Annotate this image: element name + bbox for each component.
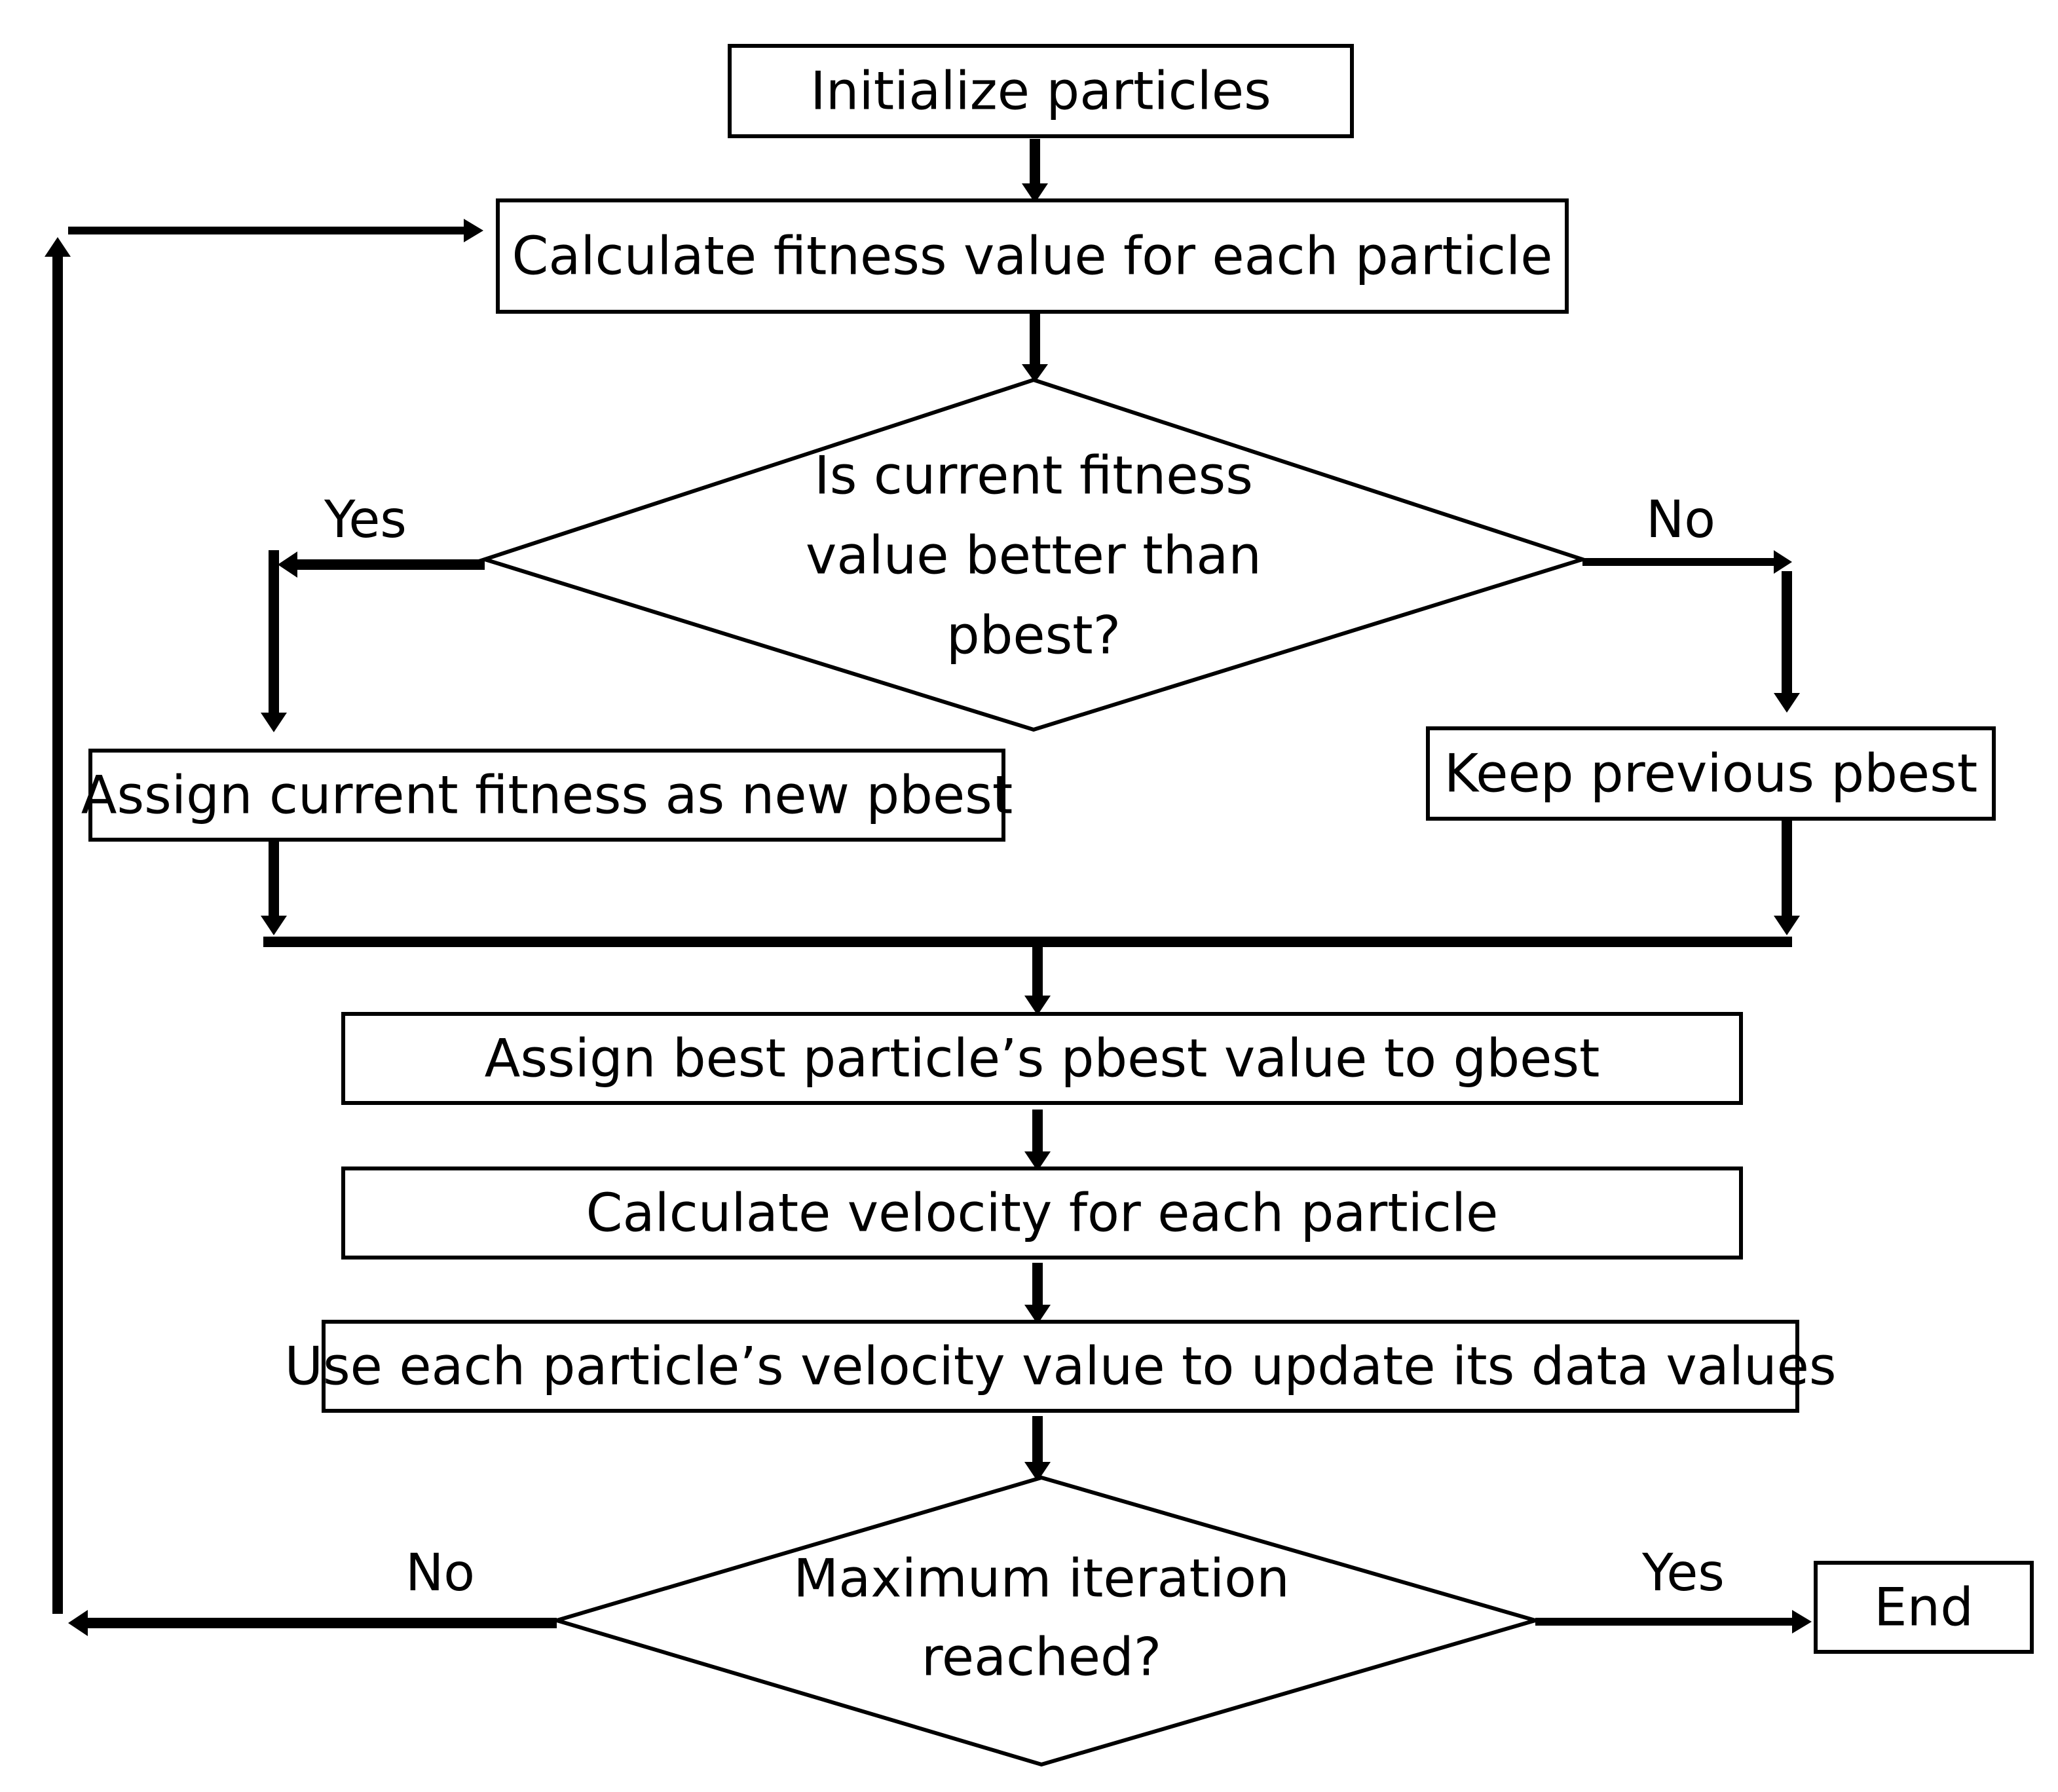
- arrowhead-no-down: [1774, 693, 1800, 713]
- keep-pbest-box: [1426, 726, 1996, 821]
- calc-velocity-box: [341, 1167, 1743, 1260]
- arrowhead-yes-down: [261, 713, 287, 732]
- arrowhead-init-to-fitness: [1022, 183, 1048, 203]
- end-box: [1814, 1561, 2034, 1654]
- decision-iteration-diamond: [550, 1475, 1543, 1767]
- calc-fitness-box: [496, 198, 1569, 314]
- connectors: [45, 139, 1812, 1636]
- node-assign-pbest: Assign current fitness as new pbest: [81, 749, 1013, 842]
- arrowhead-fitness-to-decision: [1022, 364, 1048, 383]
- assign-gbest-label: Assign best particle’s pbest value to gb…: [485, 1028, 1600, 1089]
- decision-pbest-line-3: pbest?: [946, 605, 1121, 666]
- node-calc-fitness: Calculate fitness value for each particl…: [496, 198, 1569, 314]
- assign-pbest-label: Assign current fitness as new pbest: [81, 765, 1013, 826]
- decision-pbest-line-2: value better than: [806, 525, 1262, 586]
- assign-gbest-box: [341, 1012, 1743, 1105]
- arrowhead-iteration-no: [68, 1610, 88, 1636]
- arrowhead-keep-to-merge: [1774, 916, 1800, 935]
- keep-pbest-label: Keep previous pbest: [1444, 743, 1977, 804]
- arrowhead-no-right: [1774, 550, 1792, 574]
- end-label: End: [1874, 1577, 1974, 1638]
- node-update-values: Use each particle’s velocity value to up…: [284, 1320, 1837, 1413]
- decision-iteration-line-2: reached?: [922, 1627, 1162, 1688]
- init-box: [728, 44, 1354, 138]
- assign-pbest-box: [88, 749, 1005, 842]
- update-values-label: Use each particle’s velocity value to up…: [284, 1336, 1836, 1397]
- decision-pbest-line-1: Is current fitness: [814, 445, 1253, 506]
- arrowhead-loop-up: [45, 237, 71, 257]
- arrowhead-velocity-to-update: [1024, 1305, 1051, 1324]
- update-values-box: [322, 1320, 1799, 1413]
- arrowhead-iteration-yes: [1792, 1610, 1812, 1633]
- calc-velocity-label: Calculate velocity for each particle: [586, 1183, 1499, 1244]
- arrowhead-update-to-iteration: [1024, 1462, 1051, 1482]
- decision-iteration-line-1: Maximum iteration: [793, 1548, 1290, 1609]
- node-calc-velocity: Calculate velocity for each particle: [341, 1167, 1743, 1260]
- arrowhead-yes-left: [278, 551, 297, 578]
- node-decision-pbest: Is current fitness value better than pbe…: [478, 377, 1589, 732]
- node-end: End: [1814, 1561, 2034, 1654]
- branch-iteration-yes: Yes: [1641, 1544, 1725, 1603]
- node-decision-iteration: Maximum iteration reached?: [550, 1475, 1543, 1767]
- arrowhead-assign-to-merge: [261, 916, 287, 935]
- arrowhead-loop-right: [464, 219, 483, 242]
- node-init: Initialize particles: [728, 44, 1354, 138]
- node-keep-pbest: Keep previous pbest: [1426, 726, 1996, 821]
- init-label: Initialize particles: [810, 61, 1271, 122]
- arrowhead-gbest-to-velocity: [1024, 1151, 1051, 1171]
- node-assign-gbest: Assign best particle’s pbest value to gb…: [341, 1012, 1743, 1105]
- branch-iteration-no: No: [405, 1544, 475, 1603]
- branch-pbest-yes: Yes: [324, 491, 407, 550]
- calc-fitness-label: Calculate fitness value for each particl…: [512, 226, 1553, 287]
- branch-pbest-no: No: [1646, 491, 1715, 550]
- decision-pbest-diamond: [478, 377, 1589, 732]
- arrowhead-merge-to-gbest: [1024, 996, 1051, 1015]
